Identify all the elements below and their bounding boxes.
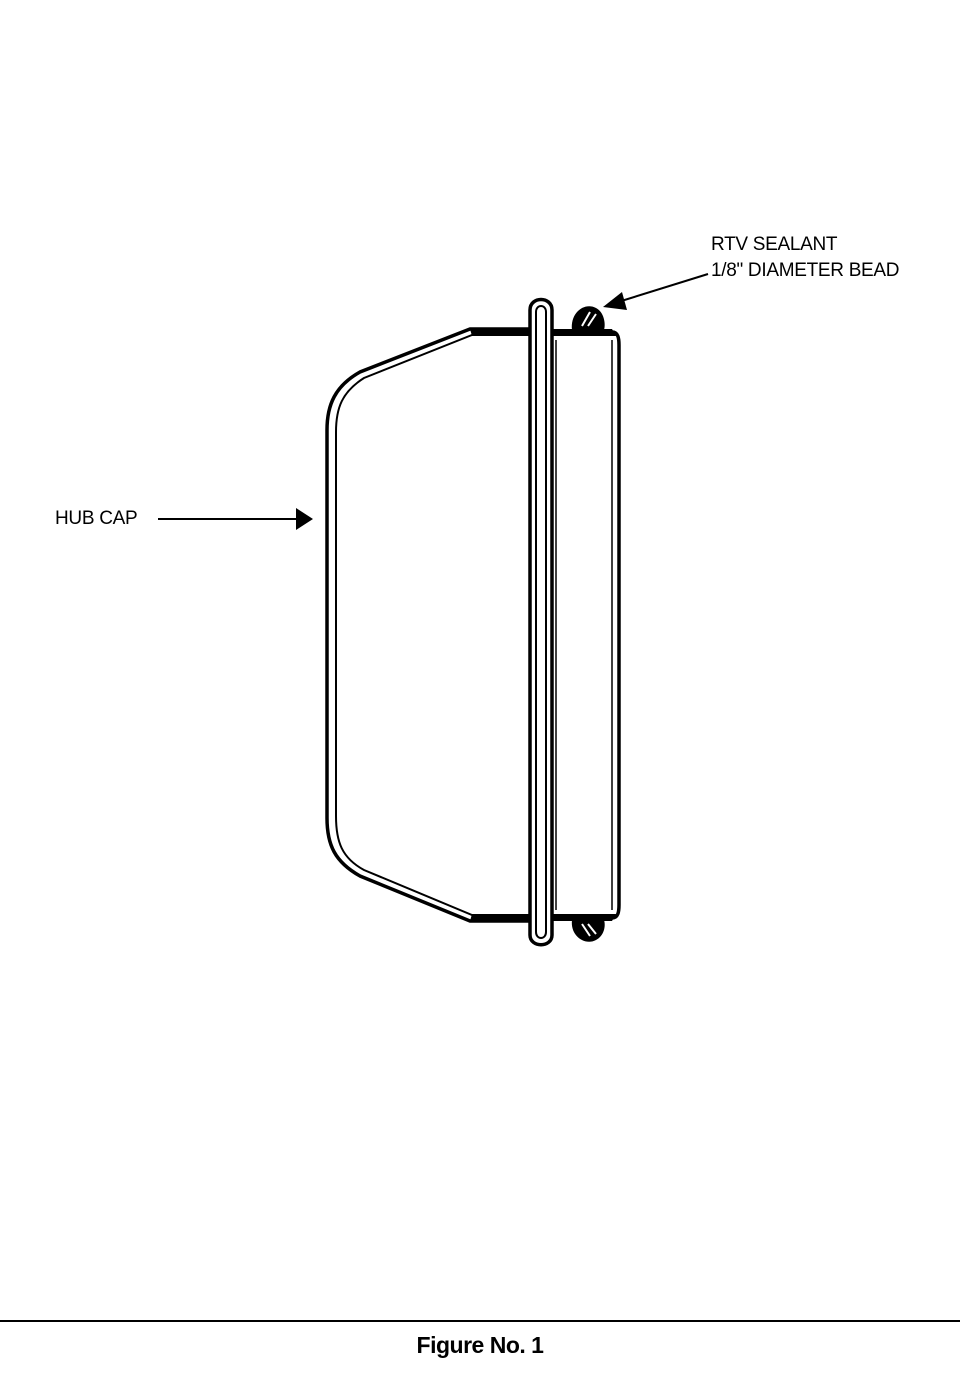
caption-divider <box>0 1320 960 1322</box>
hub-cap-label: HUB CAP <box>55 508 138 529</box>
hub-cap-lip-band-top <box>552 329 616 336</box>
figure-caption: Figure No. 1 <box>416 1332 544 1358</box>
hub-cap-dome-inner <box>335 334 530 916</box>
hub-cap-flange-bead-inner <box>535 305 547 939</box>
sealant-bead-top <box>571 306 605 330</box>
sealant-arrowhead <box>603 292 627 310</box>
hub-cap-arrowhead <box>296 508 313 530</box>
sealant-bead-bottom <box>571 920 605 942</box>
hub-cap-dome-outer <box>325 327 530 923</box>
hub-cap-shoulder-bottom <box>470 914 530 921</box>
sealant-label: RTV SEALANT 1/8" DIAMETER BEAD <box>711 232 900 284</box>
sealant-bead-top-highlight <box>581 311 597 327</box>
hub-cap-lip <box>552 330 621 920</box>
sealant-label-line-1: RTV SEALANT <box>711 234 838 255</box>
sealant-bead-bottom-highlight <box>581 923 597 937</box>
sealant-leader-line <box>617 273 709 303</box>
hub-cap-flange-bead <box>528 297 554 947</box>
hub-cap-shoulder-top <box>470 329 530 336</box>
sealant-label-line-2: 1/8" DIAMETER BEAD <box>711 260 900 281</box>
hub-cap-lip-band-bottom <box>552 914 616 921</box>
